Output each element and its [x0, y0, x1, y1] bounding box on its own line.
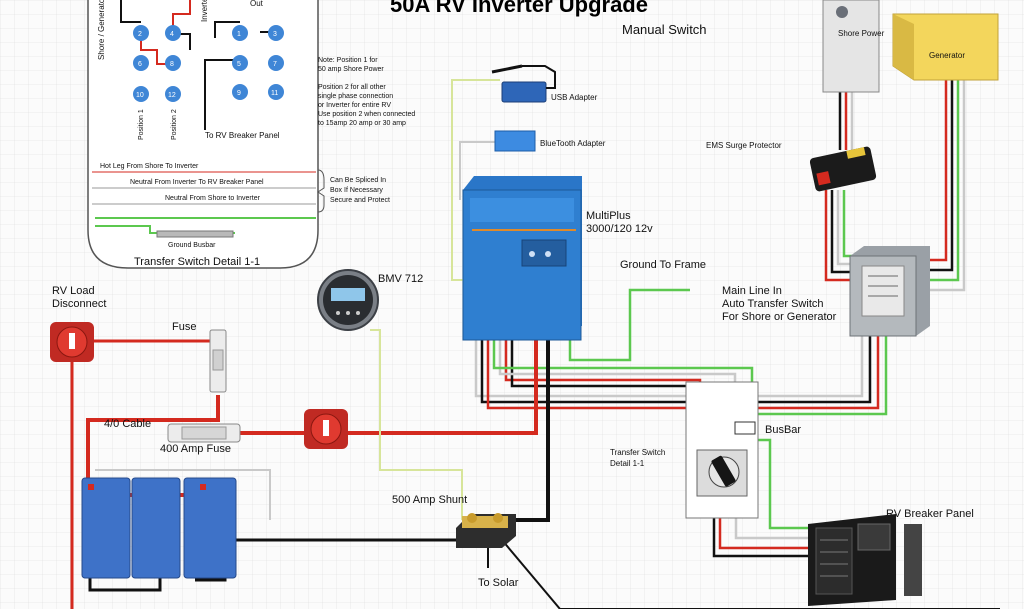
note-line: Note: Position 1 for	[318, 57, 378, 64]
ems-surge-protector: EMS Surge Protector	[706, 141, 877, 192]
terminal: 12	[165, 86, 181, 102]
ats-label-1: Main Line In	[722, 285, 782, 297]
note-line: Position 2 for all other	[318, 84, 386, 91]
rv-load-label-2: Disconnect	[52, 298, 106, 310]
diagram-title: 50A RV Inverter Upgrade	[390, 0, 648, 17]
note-line: 50 amp Shore Power	[318, 66, 384, 73]
bluetooth-adapter: BlueTooth Adapter	[494, 130, 606, 152]
terminal: 2	[133, 25, 149, 41]
multiplus-label: MultiPlus	[586, 210, 631, 222]
amp-fuse-400: 4/0 Cable 400 Amp Fuse	[104, 418, 241, 455]
bmv-label: BMV 712	[378, 273, 423, 285]
terminal: 4	[165, 25, 181, 41]
generator-label: Generator	[929, 51, 965, 60]
terminal: 6	[133, 55, 149, 71]
ground-to-frame-label: Ground To Frame	[620, 259, 706, 271]
svg-text:4: 4	[170, 31, 174, 38]
shunt-label: 500 Amp Shunt	[392, 494, 467, 506]
svg-text:10: 10	[136, 92, 144, 99]
ems-label: EMS Surge Protector	[706, 141, 782, 150]
terminal: 8	[165, 55, 181, 71]
note-line: or Inverter for entire RV	[318, 102, 391, 109]
shore-power-box: Shore Power	[822, 0, 885, 93]
multiplus-inverter: MultiPlus 3000/120 12v	[462, 176, 653, 341]
terminal: 10	[133, 86, 149, 102]
bluetooth-adapter-label: BlueTooth Adapter	[540, 139, 606, 148]
ground-busbar	[156, 230, 234, 238]
fuse: Fuse	[172, 321, 227, 393]
svg-text:5: 5	[237, 61, 241, 68]
svg-text:8: 8	[170, 61, 174, 68]
position-2-label: Position 2	[171, 109, 178, 140]
transfer-detail-caption: Transfer Switch Detail 1-1	[134, 256, 260, 268]
notes: Note: Position 1 for 50 amp Shore Power …	[317, 57, 415, 213]
terminal: 11	[268, 84, 284, 100]
svg-text:3: 3	[273, 31, 277, 38]
auto-transfer-switch: Main Line In Auto Transfer Switch For Sh…	[722, 246, 930, 337]
shunt: 500 Amp Shunt To Solar	[392, 494, 519, 589]
svg-text:6: 6	[138, 61, 142, 68]
multiplus-model-label: 3000/120 12v	[586, 223, 653, 235]
transfer-switch-label-1: Transfer Switch	[610, 448, 665, 457]
inverter-label: Inverter	[200, 0, 209, 22]
svg-text:2: 2	[138, 31, 142, 38]
splice-note: Box If Necessary	[330, 187, 383, 194]
rv-load-label-1: RV Load	[52, 285, 95, 297]
note-line: to 15amp 20 amp or 30 amp	[318, 120, 406, 127]
fuse-label: Fuse	[172, 321, 196, 333]
neutral-shore-label: Neutral From Shore to Inverter	[165, 195, 261, 202]
diagram-subtitle: Manual Switch	[622, 22, 707, 37]
svg-text:11: 11	[271, 90, 278, 97]
neutral-inverter-label: Neutral From Inverter To RV Breaker Pane…	[130, 179, 264, 186]
terminal: 5	[232, 55, 248, 71]
ats-label-3: For Shore or Generator	[722, 311, 837, 323]
out-label: Out	[250, 0, 264, 8]
ground-busbar-label: Ground Busbar	[168, 242, 216, 249]
battery-disconnect	[304, 409, 348, 449]
battery-bank	[81, 477, 237, 579]
svg-text:1: 1	[237, 31, 241, 38]
splice-note: Secure and Protect	[330, 197, 390, 204]
usb-adapter: USB Adapter	[491, 64, 598, 103]
to-breaker-panel-label: To RV Breaker Panel	[205, 131, 280, 140]
rv-breaker-panel: RV Breaker Panel	[808, 508, 974, 606]
terminal: 1	[232, 25, 248, 41]
svg-text:12: 12	[168, 92, 176, 99]
hot-leg-label: Hot Leg From Shore To Inverter	[100, 163, 199, 170]
breaker-panel-label: RV Breaker Panel	[886, 508, 974, 520]
transfer-switch: BusBar Transfer Switch Detail 1-1	[610, 381, 801, 519]
terminal: 3	[268, 25, 284, 41]
shore-generator-label: Shore / Generator	[97, 0, 106, 60]
transfer-switch-label-2: Detail 1-1	[610, 459, 645, 468]
ats-label-2: Auto Transfer Switch	[722, 298, 824, 310]
generator-box: Generator	[892, 13, 999, 81]
terminal: 7	[268, 55, 284, 71]
rv-load-disconnect: RV Load Disconnect	[50, 285, 106, 362]
svg-text:9: 9	[237, 90, 241, 97]
amp-fuse-label: 400 Amp Fuse	[160, 443, 231, 455]
note-line: Use position 2 when connected	[318, 111, 415, 118]
transfer-switch-detail: Shore / Generator Inverter Out 2 4 1 3 6…	[87, 0, 319, 269]
shore-power-label: Shore Power	[838, 29, 885, 38]
splice-note: Can Be Spliced In	[330, 177, 386, 184]
busbar-label: BusBar	[765, 424, 801, 436]
bmv-monitor: BMV 712	[317, 269, 423, 331]
cable-label: 4/0 Cable	[104, 418, 151, 430]
to-solar-label: To Solar	[478, 577, 519, 589]
note-line: single phase connection	[318, 93, 393, 100]
usb-adapter-label: USB Adapter	[551, 93, 598, 102]
position-1-label: Position 1	[138, 109, 145, 140]
svg-text:7: 7	[273, 61, 277, 68]
terminal: 9	[232, 84, 248, 100]
